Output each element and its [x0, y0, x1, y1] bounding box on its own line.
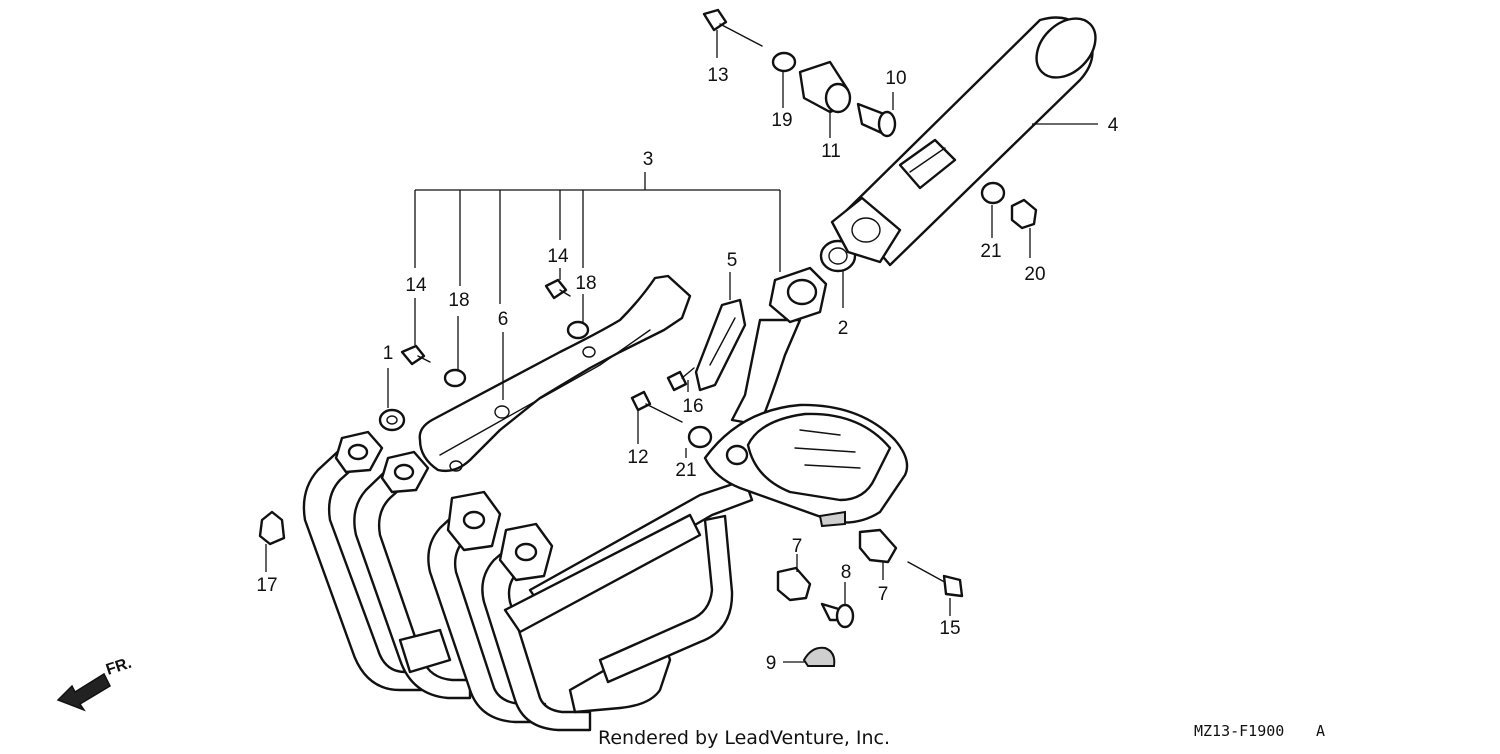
- callout-18a: 18: [448, 290, 469, 311]
- callout-19: 19: [771, 110, 792, 131]
- callout-21a: 21: [675, 460, 696, 481]
- callout-14a: 14: [405, 275, 427, 296]
- figure-suffix: A: [1316, 722, 1325, 740]
- callout-21b: 21: [980, 241, 1001, 262]
- callout-7b: 7: [878, 584, 889, 605]
- figure-code: MZ13-F1900: [1194, 722, 1284, 740]
- callout-1: 1: [383, 343, 394, 364]
- front-label: FR.: [104, 655, 134, 679]
- callout-9: 9: [766, 653, 777, 674]
- callout-5: 5: [727, 250, 738, 271]
- credit-text: Rendered by LeadVenture, Inc.: [598, 727, 890, 749]
- muffler: [830, 16, 1097, 267]
- callout-12: 12: [627, 447, 648, 468]
- callout-13: 13: [707, 65, 728, 86]
- callout-2: 2: [838, 318, 849, 339]
- callout-18b: 18: [575, 273, 596, 294]
- callout-20: 20: [1024, 264, 1045, 285]
- callout-16: 16: [682, 396, 703, 417]
- hardware: [258, 8, 1038, 667]
- callout-10: 10: [885, 68, 906, 89]
- callout-17: 17: [256, 575, 277, 596]
- front-direction-indicator: FR.: [56, 655, 134, 712]
- leader-lines: [265, 30, 1098, 663]
- callout-11: 11: [821, 141, 841, 162]
- gasket: [694, 298, 747, 392]
- front-arrow-icon: [56, 672, 111, 712]
- callout-3: 3: [643, 149, 654, 170]
- callout-4: 4: [1108, 115, 1119, 136]
- exhaust-header-pipes: [302, 430, 754, 732]
- front-exhaust-pipe: [730, 239, 857, 427]
- callout-labels: 1 2 3 4 5 6 7 7 8 9 10 11 12 13 14 14 15…: [256, 65, 1118, 674]
- callout-7a: 7: [792, 536, 803, 557]
- heat-protector: [418, 274, 692, 473]
- callout-6: 6: [498, 309, 509, 330]
- exhaust-chamber: [703, 403, 909, 528]
- callout-15: 15: [939, 618, 960, 639]
- callout-14b: 14: [547, 246, 569, 267]
- callout-group-3: [414, 172, 781, 304]
- callout-8: 8: [841, 562, 852, 583]
